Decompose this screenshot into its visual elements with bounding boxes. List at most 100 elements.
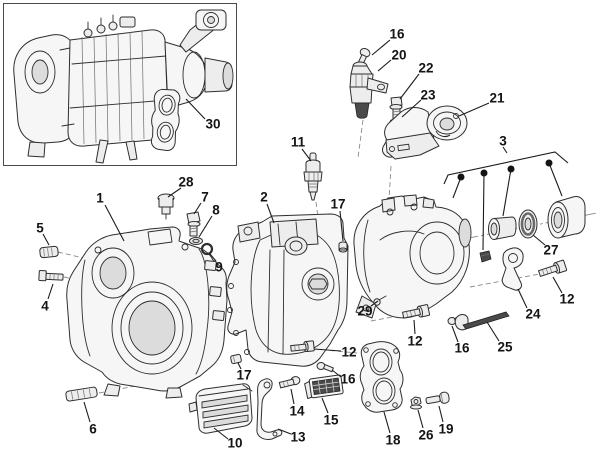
part-bolt-16-bottom [316,362,334,373]
callout-29: 29 [357,300,379,319]
callout-10: 10 [213,427,243,451]
group3-dot-1 [457,173,465,181]
callout-12a: 12 [407,319,423,349]
callout-number-16b: 16 [454,341,470,356]
callout-number-11: 11 [291,135,306,150]
group3-dot-line-1 [452,176,462,199]
inset-assembled-gearbox [3,3,237,166]
group3-dot-2 [480,169,488,177]
callout-number-16c: 16 [340,372,356,387]
callout-12b: 12 [313,345,357,360]
part-breather-28 [157,193,175,220]
callout-leader-1 [104,204,125,242]
part-bolt-7 [186,211,201,237]
callout-leader-12a [413,319,416,335]
callout-number-28: 28 [178,175,194,190]
callout-number-18: 18 [385,433,401,448]
callout-number-14: 14 [289,404,305,419]
callout-number-20: 20 [391,48,406,63]
callout-number-13: 13 [290,430,306,445]
callout-leader-20 [377,59,392,72]
callout-number-29: 29 [357,304,372,319]
callout-leader-13 [277,428,292,435]
callout-leader-14 [290,388,295,405]
callout-8: 8 [198,203,220,238]
callout-leader-24 [517,288,528,309]
callout-1: 1 [96,191,125,242]
callout-leader-30 [185,98,206,120]
callout-number-30: 30 [205,117,220,132]
group3-dot-line-4 [548,162,563,197]
callout-3: 3 [499,134,507,149]
part-washer-8 [189,237,203,245]
callout-number-25: 25 [497,340,513,355]
callout-18: 18 [383,411,401,448]
callout-6: 6 [83,401,97,437]
callout-17a: 17 [330,197,346,242]
callout-number-23: 23 [420,88,436,103]
callout-leader-8 [198,215,213,238]
part-clutch-housing [66,226,228,399]
callout-7: 7 [193,190,209,215]
callout-20: 20 [377,48,407,72]
callout-21: 21 [458,91,505,117]
callout-leader-27 [532,234,546,246]
callout-leader-10 [213,427,229,440]
callout-number-3: 3 [499,134,507,149]
part-bolt-12-right [538,259,568,277]
callout-2: 2 [260,190,275,224]
callout-leader-4 [47,283,54,300]
callout-number-9: 9 [215,260,223,275]
part-bolt-12-left [290,340,315,353]
group3-dot-line-3 [502,168,512,217]
callout-leader-2 [266,203,275,224]
callout-number-26: 26 [418,428,434,443]
callout-number-17b: 17 [236,368,251,383]
callout-number-21: 21 [489,91,505,106]
part-switch-11 [303,152,323,201]
callout-leader-17a [339,210,344,242]
callout-number-24: 24 [525,307,541,322]
callout-number-19: 19 [438,422,453,437]
callout-number-5: 5 [36,221,44,236]
group3-dot-line-2 [482,172,485,251]
callout-number-16a: 16 [389,27,405,42]
part-plug-17-upper [338,241,348,253]
part-nut-small [479,250,492,263]
callout-24: 24 [517,288,541,322]
callout-number-1: 1 [96,191,104,206]
callout-16a: 16 [371,27,405,56]
part-gasket-18 [359,341,404,413]
callout-number-12b: 12 [341,345,356,360]
callout-15: 15 [321,397,339,428]
callout-leader-22 [399,73,420,100]
callout-leader-26 [417,409,424,429]
callout-leader-19 [438,405,444,423]
part-strip-25 [454,311,510,331]
part-bolt-14 [278,376,301,389]
callout-12c: 12 [552,276,575,307]
part-plate-15 [304,374,344,400]
callout-leader-11 [301,148,312,162]
part-bolt-12-middle [402,304,431,319]
callout-9: 9 [209,253,223,275]
callout-14: 14 [289,388,305,419]
callout-leader-28 [167,187,182,198]
callout-leader-5 [42,233,50,246]
group3-bracket [443,146,569,185]
callout-leader-7 [193,202,202,215]
callout-22: 22 [399,61,434,100]
callout-leader-16a [371,39,391,56]
callout-leader-9 [209,253,217,262]
callout-11: 11 [291,135,312,162]
part-spacer-bushing [488,216,517,240]
part-nut-26 [410,396,422,410]
callout-number-22: 22 [418,61,433,76]
part-link-24 [501,247,524,291]
callout-number-12a: 12 [407,334,422,349]
callout-leader-17b [237,362,242,370]
part-dowel-6 [65,386,98,402]
callout-16b: 16 [451,325,470,356]
